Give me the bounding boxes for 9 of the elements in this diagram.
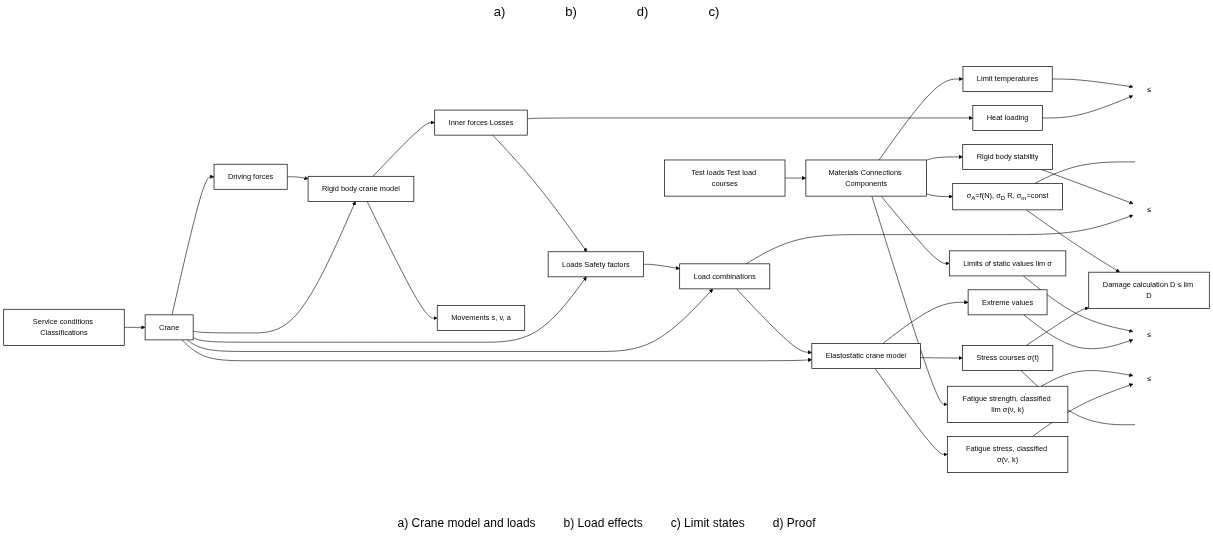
legend-note: c) Limit states bbox=[670, 516, 745, 532]
legend-note: a) Crane model and loads bbox=[397, 516, 536, 532]
column-heading: c) bbox=[708, 4, 720, 21]
legend-note: d) Proof bbox=[772, 516, 816, 532]
legend-note: b) Load effects bbox=[563, 516, 643, 532]
column-heading: a) bbox=[493, 4, 506, 21]
column-heading: b) bbox=[565, 4, 577, 21]
column-heading: d) bbox=[636, 4, 649, 21]
connector bbox=[1034, 161, 1136, 184]
